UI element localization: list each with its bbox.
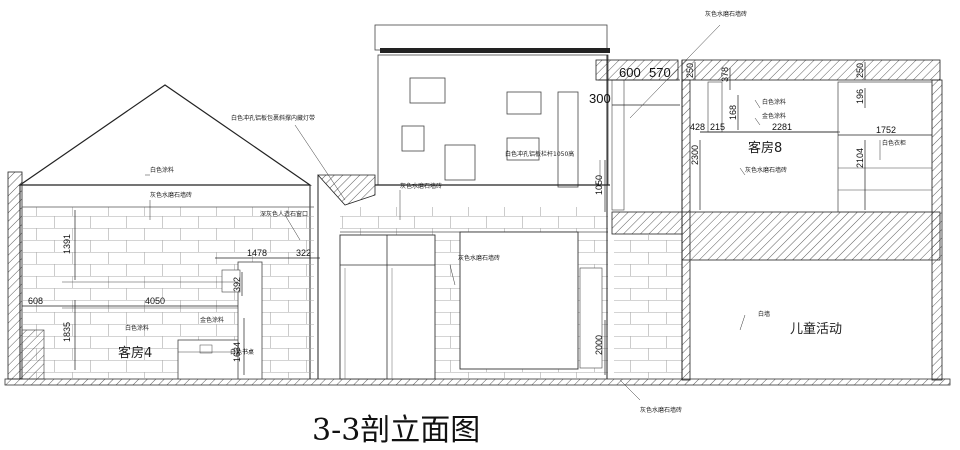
dim-2281: 2281: [772, 122, 792, 132]
dim-608: 608: [28, 296, 43, 306]
dimension-labels: 1391 1478 322 392 608 4050 1835 1634 600…: [28, 63, 896, 362]
room-labels: 客房4 客房8 儿童活动: [118, 140, 842, 361]
note-white-wardrobe: 白色衣柜: [882, 139, 906, 147]
note-perforated-panel: 白色冲孔铝板包裹斜撑内藏灯带: [231, 114, 315, 122]
ground-line: [4, 378, 951, 386]
dim-322: 322: [296, 248, 311, 258]
dimension-lines: [22, 62, 932, 375]
dim-4050: 4050: [145, 296, 165, 306]
dim-2104: 2104: [855, 148, 865, 168]
dim-378: 378: [720, 67, 730, 82]
note-gold-paint-right: 金色涂料: [762, 112, 786, 120]
dim-570: 570: [649, 65, 671, 80]
dim-428: 428: [690, 122, 705, 132]
room-label-guest4: 客房4: [118, 345, 152, 361]
left-gable-building: [7, 84, 314, 380]
note-grey-terrazzo-mid1: 灰色水磨石墙砖: [400, 182, 442, 190]
dim-196: 196: [855, 89, 865, 104]
dim-168: 168: [728, 105, 738, 120]
note-grey-terrazzo-top: 灰色水磨石墙砖: [705, 10, 747, 18]
middle-right-section: [595, 59, 683, 379]
note-white-paint-right: 白色涂料: [762, 98, 786, 106]
dim-1391: 1391: [62, 234, 72, 254]
note-gold-paint-left: 金色涂料: [200, 316, 224, 324]
note-grey-terrazzo-left: 灰色水磨石墙砖: [150, 191, 192, 199]
central-volume: [339, 24, 610, 380]
dim-250-a: 250: [685, 63, 695, 78]
leader-lines: [145, 24, 881, 401]
dim-1835: 1835: [62, 322, 72, 342]
drawing-title: 3-3剖立面图: [312, 413, 480, 448]
dim-300: 300: [589, 91, 611, 106]
note-white-paint-left2: 白色涂料: [125, 324, 149, 332]
note-grey-terrazzo-mid2: 灰色水磨石墙砖: [458, 254, 500, 262]
dim-215: 215: [710, 122, 725, 132]
note-perforated-rail: 白色冲孔铝板栏杆1050高: [505, 150, 574, 158]
room-label-guest8: 客房8: [748, 140, 782, 156]
note-white-wall: 白墙: [758, 310, 770, 318]
dim-2300: 2300: [690, 145, 700, 165]
left-connector: [317, 174, 376, 379]
dim-1634: 1634: [232, 342, 242, 362]
note-grey-entrance: 深灰色人造石窗口: [260, 210, 308, 218]
note-white-paint-left: 白色涂料: [150, 166, 174, 174]
dim-1478: 1478: [247, 248, 267, 258]
dim-1752: 1752: [876, 125, 896, 135]
note-white-desk: 白色书桌: [230, 348, 254, 356]
right-building: [681, 59, 943, 381]
note-grey-terrazzo-right: 灰色水磨石墙砖: [745, 166, 787, 174]
annotation-notes: 白色涂料 灰色水磨石墙砖 白色冲孔铝板包裹斜撑内藏灯带 深灰色人造石窗口 灰色水…: [125, 10, 906, 414]
room-label-kids: 儿童活动: [790, 321, 842, 337]
note-grey-terrazzo-bottom: 灰色水磨石墙砖: [640, 406, 682, 414]
dim-2000: 2000: [594, 335, 604, 355]
dim-1050: 1050: [594, 175, 604, 195]
dim-600: 600: [619, 65, 641, 80]
dim-250-b: 250: [855, 63, 865, 78]
dim-392: 392: [232, 277, 242, 292]
